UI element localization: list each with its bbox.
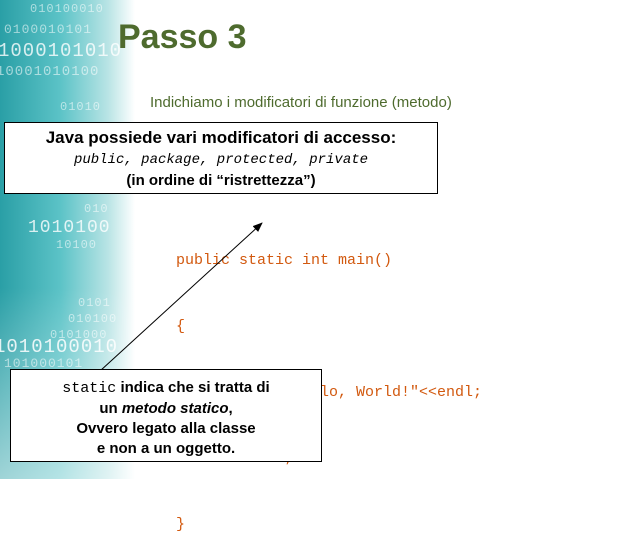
code-line: { [176, 318, 186, 335]
modifiers-list: public, package, protected, private [73, 152, 369, 168]
page-title: Passo 3 [118, 18, 247, 56]
access-modifiers-callout: Java possiede vari modificatori di acces… [4, 122, 438, 194]
callout-static-line1: static indica che si tratta di [11, 378, 321, 399]
italic-term: metodo statico [121, 400, 229, 417]
callout-heading: Java possiede vari modificatori di acces… [45, 128, 397, 147]
arrow-line [99, 222, 263, 372]
static-explanation-callout: static indica che si tratta di un metodo… [10, 369, 322, 462]
callout-text: un [99, 400, 122, 417]
callout-static-line4: e non a un oggetto. [96, 440, 236, 457]
callout-static-line2: un metodo statico, [11, 399, 321, 419]
callout-text: indica che si tratta di [116, 379, 270, 396]
callout-text: , [228, 400, 233, 417]
callout-note: (in ordine di “ristrettezza”) [126, 172, 316, 189]
callout-static-line3: Ovvero legato alla classe [76, 420, 256, 437]
page-subtitle: Indichiamo i modificatori di funzione (m… [150, 94, 452, 111]
code-line: } [176, 516, 186, 533]
code-line: public static int main() [176, 252, 393, 269]
arrow-connector [99, 222, 263, 372]
static-keyword: static [62, 380, 117, 397]
